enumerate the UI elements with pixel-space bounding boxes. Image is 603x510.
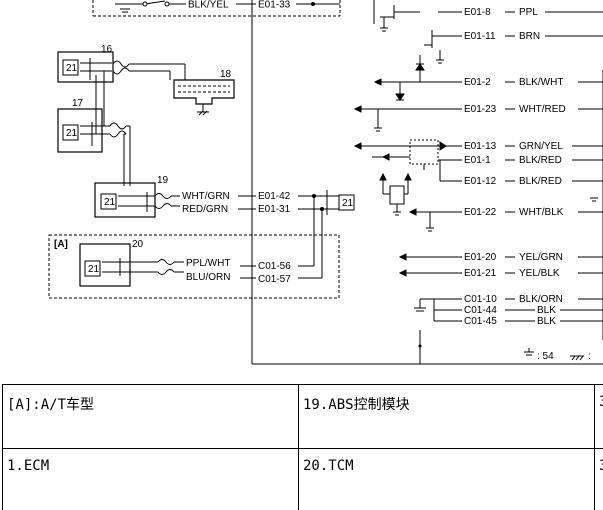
legend-cell: 1.ECM bbox=[2, 448, 299, 510]
wire-color-label: BLK/WHT bbox=[519, 77, 563, 88]
can-box-21 bbox=[62, 124, 79, 141]
can-box-21 bbox=[100, 193, 117, 210]
wire-color-label: GRN/YEL bbox=[519, 141, 563, 152]
terminal-label: E01-20 bbox=[464, 252, 497, 263]
wire-color-label: PPL bbox=[519, 7, 538, 18]
component-16-box bbox=[57, 51, 114, 83]
can-box-21-label: 21 bbox=[66, 63, 78, 74]
wire-color-label: BLK/RED bbox=[519, 176, 562, 187]
terminal-label: C01-45 bbox=[464, 316, 497, 327]
can-box-21 bbox=[84, 260, 101, 277]
terminal-label: C01-56 bbox=[258, 261, 291, 272]
terminal-label: E01-13 bbox=[464, 141, 497, 152]
legend-cell: 3 bbox=[594, 384, 603, 449]
terminal-label: E01-8 bbox=[464, 7, 491, 18]
component-19-box bbox=[94, 182, 156, 218]
wire-color-label: BLK bbox=[537, 316, 556, 327]
footnote-ground-label: : 54 bbox=[537, 351, 554, 362]
wire-color-label: BLK bbox=[537, 305, 556, 316]
wire-color-label: WHT/GRN bbox=[182, 191, 230, 202]
wire-color-label: BLU/ORN bbox=[186, 272, 230, 283]
wire-color-label: WHT/BLK bbox=[519, 207, 564, 218]
can-box-21-ecm bbox=[338, 194, 355, 211]
legend-row: [A]:A/T车型 19.ABS控制模块 3 bbox=[2, 384, 603, 449]
wire-color-label: BLK/RED bbox=[519, 155, 562, 166]
component-20-label: 20 bbox=[132, 239, 144, 250]
variant-label: [A] bbox=[54, 239, 68, 250]
wiring-diagram: BLK/YEL E01-33 16 21 18 17 21 19 21 bbox=[48, 0, 603, 365]
component-16-label: 16 bbox=[101, 44, 113, 55]
terminal-label: E01-22 bbox=[464, 207, 497, 218]
terminal-label: E01-33 bbox=[258, 0, 291, 11]
component-18-label: 18 bbox=[220, 69, 232, 80]
component-17-label: 17 bbox=[72, 98, 84, 109]
wire-color-label: YEL/GRN bbox=[519, 252, 563, 263]
component-20-box bbox=[79, 243, 131, 287]
ecm-internal-switch bbox=[409, 139, 439, 165]
legend-row: 1.ECM 20.TCM 3 bbox=[2, 448, 603, 510]
terminal-label: E01-2 bbox=[464, 77, 491, 88]
variant-a-dashed-box bbox=[48, 234, 340, 299]
legend-cell: 20.TCM bbox=[298, 448, 595, 510]
component-legend-table: [A]:A/T车型 19.ABS控制模块 3 1.ECM 20.TCM 3 bbox=[2, 384, 603, 510]
wire-color-label: YEL/BLK bbox=[519, 268, 560, 279]
wire-color-label: WHT/RED bbox=[519, 104, 566, 115]
ecm-internal-block bbox=[389, 185, 405, 205]
footnote-ground2-label: : bbox=[588, 351, 591, 362]
terminal-label: C01-57 bbox=[258, 274, 291, 285]
can-box-21-label: 21 bbox=[104, 197, 116, 208]
terminal-label: E01-31 bbox=[258, 204, 291, 215]
terminal-label: E01-11 bbox=[464, 31, 496, 42]
wire-color-label: BLK/YEL bbox=[188, 0, 229, 11]
legend-cell: 3 bbox=[594, 448, 603, 510]
terminal-label: E01-42 bbox=[258, 191, 291, 202]
terminal-label: E01-23 bbox=[464, 104, 497, 115]
component-19-label: 19 bbox=[157, 175, 169, 186]
terminal-label: E01-12 bbox=[464, 176, 497, 187]
terminal-label: C01-44 bbox=[464, 305, 497, 316]
component-18-connector bbox=[173, 79, 235, 105]
can-box-21 bbox=[62, 59, 79, 76]
terminal-label: E01-21 bbox=[464, 268, 497, 279]
terminal-label: C01-10 bbox=[464, 294, 497, 305]
can-box-21-label: 21 bbox=[88, 264, 100, 275]
legend-cell: [A]:A/T车型 bbox=[2, 384, 299, 449]
can-box-21-label: 21 bbox=[342, 198, 354, 209]
wire-color-label: PPL/WHT bbox=[186, 258, 230, 269]
can-box-21-label: 21 bbox=[66, 128, 78, 139]
terminal-label: E01-1 bbox=[464, 155, 491, 166]
ground-symbol-footnote: : 54 : bbox=[524, 348, 591, 362]
legend-cell: 19.ABS控制模块 bbox=[298, 384, 595, 449]
component-17-box bbox=[57, 108, 103, 153]
wire-color-label: BLK/ORN bbox=[519, 294, 563, 305]
ecm-right-wires: E01-8 PPL E01-11 BRN E01-2 BLK/WHT E01-2… bbox=[353, 5, 603, 364]
wire-color-label: BRN bbox=[519, 31, 540, 42]
wire-color-label: RED/GRN bbox=[182, 204, 228, 215]
